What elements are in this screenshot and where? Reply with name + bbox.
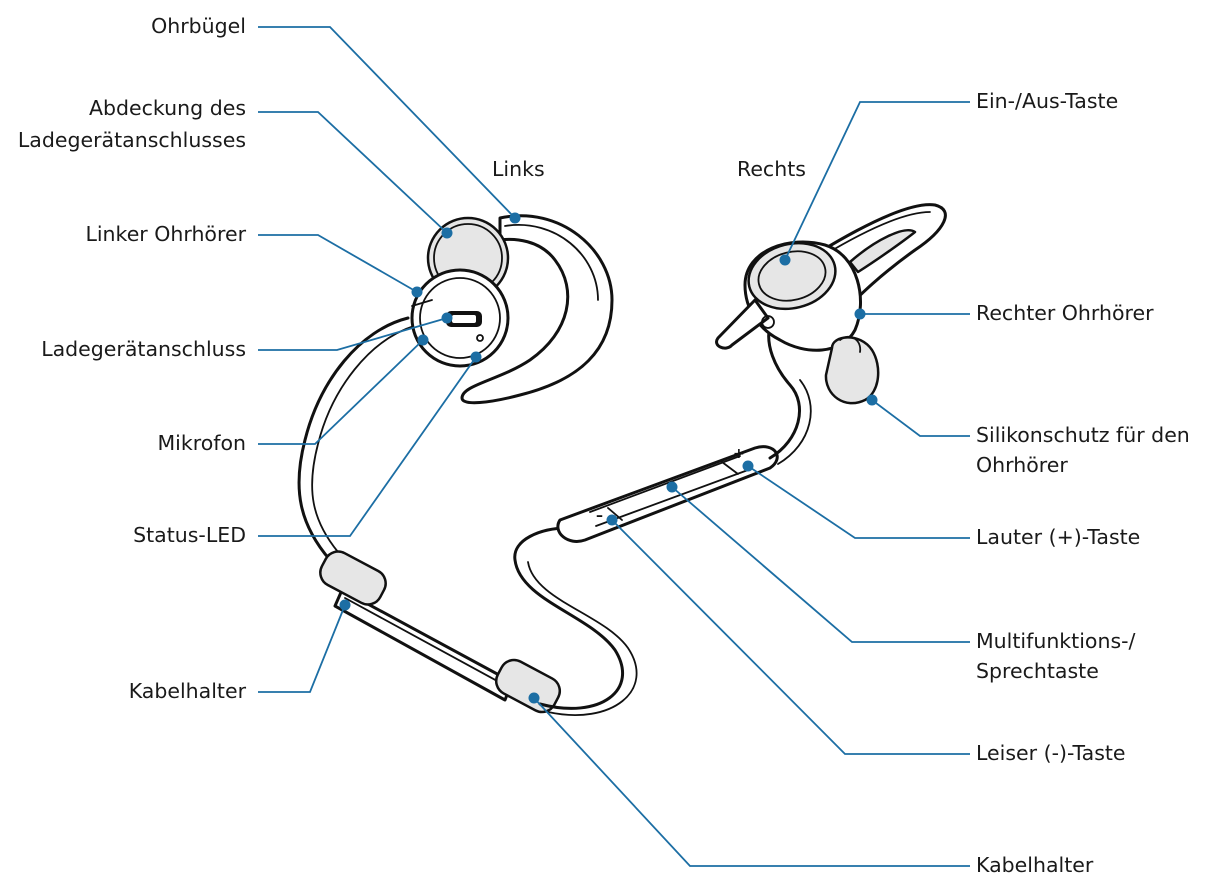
left-earpiece — [410, 214, 614, 405]
callout-kabelhalter-bottom — [533, 697, 970, 867]
label-ohrbuegel: Ohrbügel — [151, 14, 246, 38]
callout-ein-aus-taste — [784, 101, 970, 261]
plus-glyph: + — [733, 446, 745, 462]
label-kabelhalter-left: Kabelhalter — [128, 679, 246, 703]
minus-glyph: – — [596, 508, 603, 524]
callouts — [258, 26, 970, 867]
label-ein-aus-taste: Ein-/Aus-Taste — [976, 89, 1119, 113]
cable-holder-bar — [319, 550, 562, 714]
label-silikonschutz-line1: Silikonschutz für den — [976, 423, 1190, 447]
label-links: Links — [492, 157, 545, 181]
label-rechts: Rechts — [737, 157, 806, 181]
label-status-led: Status-LED — [133, 523, 246, 547]
label-leiser-taste: Leiser (-)-Taste — [976, 741, 1126, 765]
left-cable — [297, 316, 410, 562]
label-ladegeraetanschluss: Ladegerätanschluss — [41, 337, 246, 361]
callout-multifunktion — [671, 486, 970, 643]
callout-silikonschutz — [871, 399, 970, 437]
callout-status-led — [258, 356, 477, 537]
callout-linker-ohrhoerer — [258, 234, 418, 293]
callout-kabelhalter-left — [258, 604, 346, 693]
label-mikrofon: Mikrofon — [157, 431, 246, 455]
callout-leiser-taste — [611, 519, 970, 755]
label-multifunktion-line2: Sprechtaste — [976, 659, 1099, 683]
label-multifunktion-line1: Multifunktions-/ — [976, 629, 1136, 653]
callout-ohrbuegel — [258, 26, 516, 219]
callout-lauter-taste — [747, 465, 970, 539]
right-cable — [767, 323, 801, 460]
remote-control: + – — [556, 445, 779, 543]
label-abdeckung-line2: Ladegerätanschlusses — [17, 128, 246, 152]
label-rechter-ohrhoerer: Rechter Ohrhörer — [976, 301, 1154, 325]
callout-mikrofon — [258, 339, 424, 445]
label-abdeckung-line1: Abdeckung des — [89, 96, 246, 120]
label-linker-ohrhoerer: Linker Ohrhörer — [85, 222, 246, 246]
callout-ladegeraetanschluss — [258, 317, 448, 351]
callout-abdeckung — [258, 111, 448, 234]
right-earpiece — [715, 203, 947, 405]
label-kabelhalter-bottom: Kabelhalter — [976, 853, 1094, 877]
bottom-cable — [513, 526, 624, 710]
label-silikonschutz-line2: Ohrhörer — [976, 453, 1068, 477]
label-lauter-taste: Lauter (+)-Taste — [976, 525, 1141, 549]
